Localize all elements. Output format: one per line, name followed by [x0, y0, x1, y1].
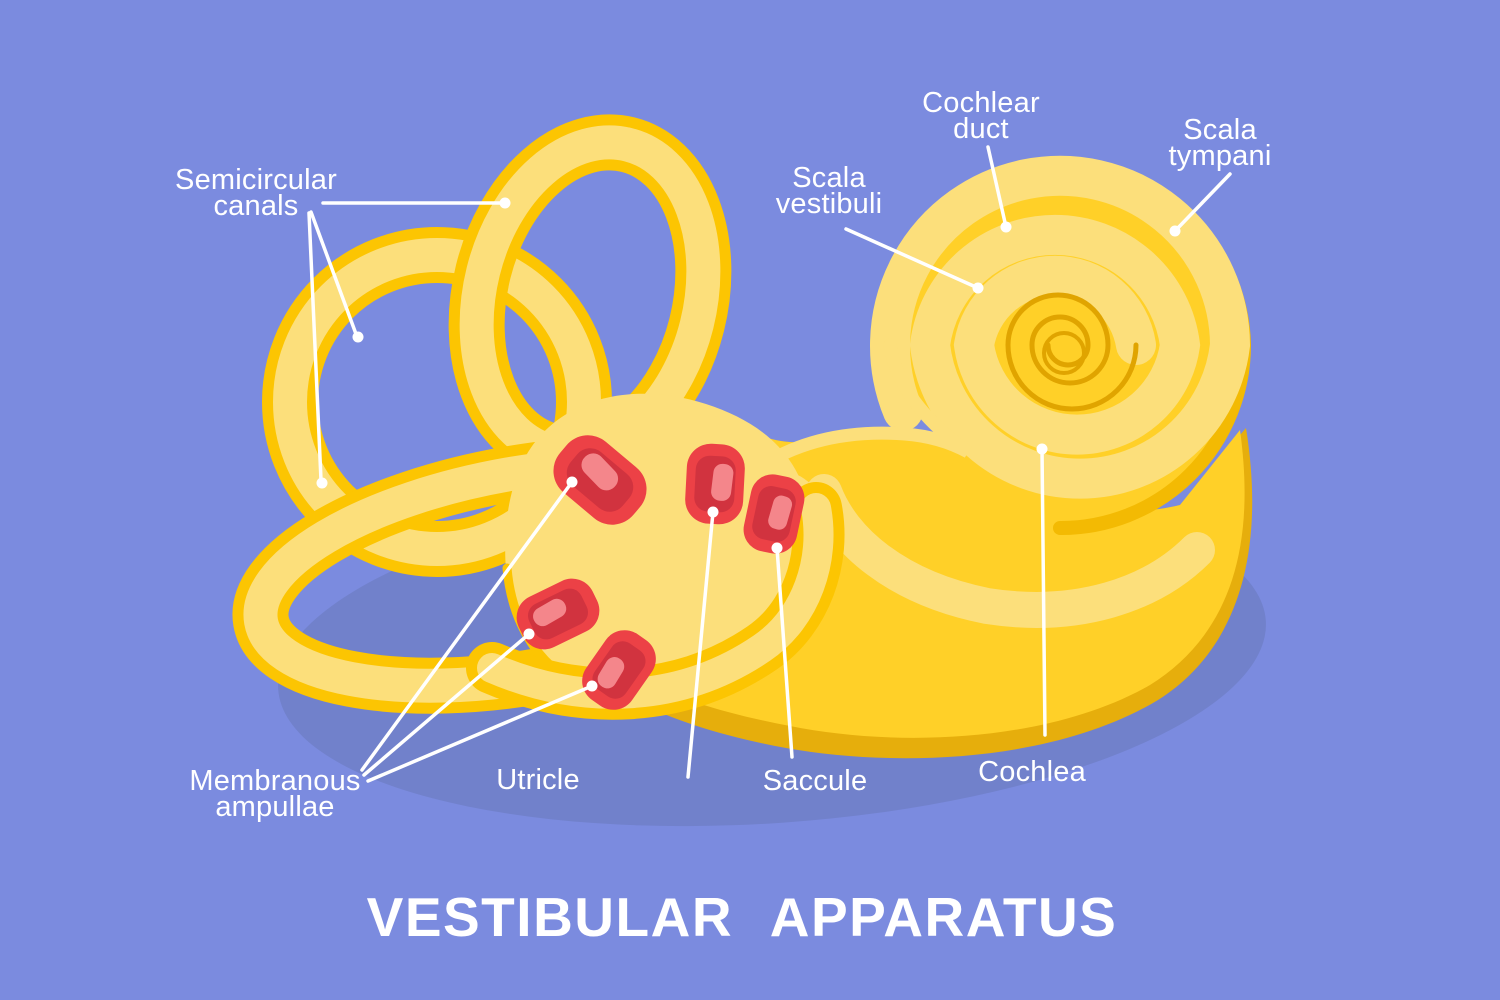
- ampulla-middle: [685, 443, 745, 525]
- label-scala-tympani: Scala tympani: [1168, 114, 1272, 172]
- label-scala-vestibuli: Scala vestibuli: [775, 162, 883, 220]
- page-title: VESTIBULAR APPARATUS: [366, 886, 1118, 948]
- inner-spiral-line: [1005, 292, 1139, 412]
- semicircular-canal-posterior: [262, 227, 612, 577]
- leader-lines: [307, 145, 1232, 783]
- label-semicircular-canals: Semicircular canals: [175, 164, 337, 222]
- label-saccule: Saccule: [762, 765, 868, 797]
- ampullae-group: [516, 435, 805, 710]
- ampulla-superior: [553, 435, 647, 525]
- body-top-edge-highlight: [751, 338, 972, 475]
- ampulla-posterior: [582, 630, 656, 710]
- ampulla-lateral: [516, 578, 600, 650]
- cochlea-spiral: [751, 155, 1252, 536]
- ampulla-right: [743, 474, 805, 554]
- scala-band: [806, 474, 1215, 628]
- cochlear-duct-spiral-band: [870, 155, 1251, 499]
- label-cochlea: Cochlea: [978, 756, 1086, 788]
- label-utricle: Utricle: [496, 764, 580, 796]
- label-cochlear-duct: Cochlear duct: [922, 87, 1040, 145]
- semicircular-canal-lateral-front: [466, 482, 845, 720]
- label-membranous-ampullae: Membranous ampullae: [189, 765, 361, 823]
